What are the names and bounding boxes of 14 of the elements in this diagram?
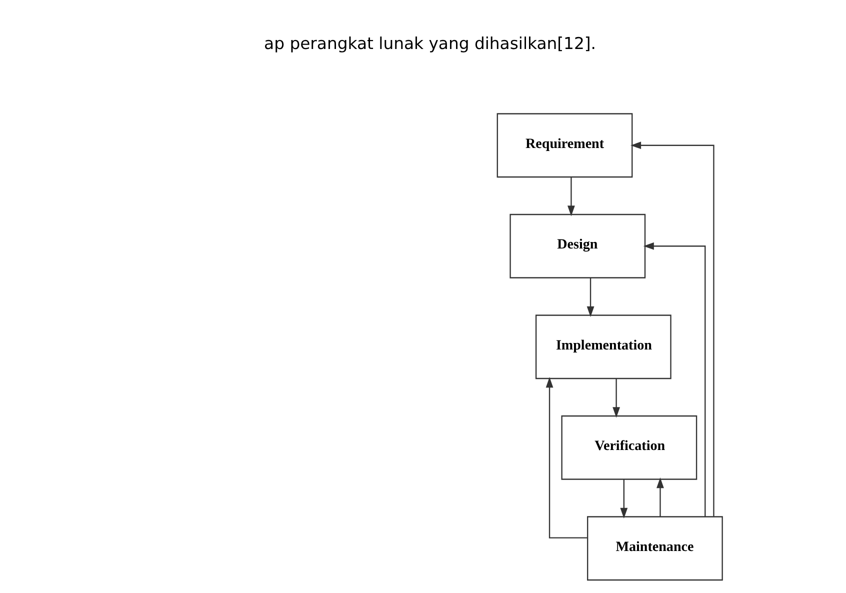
node-box: Requirement xyxy=(496,113,633,178)
arrow xyxy=(546,377,588,538)
arrow xyxy=(568,177,575,216)
node-box: Implementation xyxy=(535,314,672,380)
arrow xyxy=(656,478,664,516)
arrow xyxy=(630,142,714,516)
arrow xyxy=(643,242,706,517)
arrow xyxy=(620,480,628,518)
label: ap perangkat lunak yang dihasilkan[12]. xyxy=(264,34,596,53)
node-box: Maintenance xyxy=(587,516,723,581)
node-box: Design xyxy=(510,214,646,278)
arrow xyxy=(586,278,594,317)
arrow xyxy=(612,378,620,418)
node-box: Verification xyxy=(561,415,698,480)
